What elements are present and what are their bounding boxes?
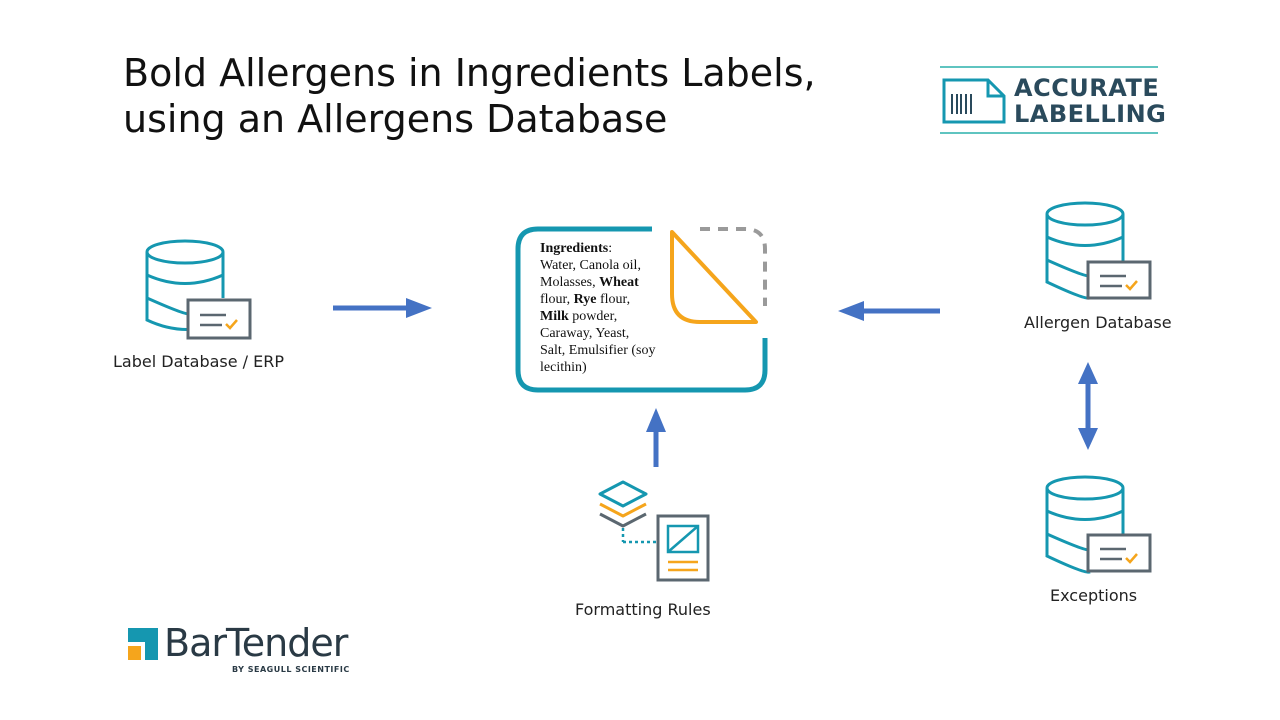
accurate-logo-line-1: ACCURATE (1014, 74, 1160, 102)
allergen-rye: Rye (573, 292, 597, 307)
accurate-logo-line-2: LABELLING (1014, 100, 1167, 128)
page-curl-icon (670, 230, 758, 324)
exceptions-label: Exceptions (1050, 586, 1138, 605)
layers-icon (598, 480, 648, 528)
title-line-1: Bold Allergens in Ingredients Labels, (123, 51, 816, 95)
page-title: Bold Allergens in Ingredients Labels, us… (123, 50, 883, 142)
bartender-logo-word: BarTender (164, 621, 348, 665)
label-database-label: Label Database / ERP (113, 352, 285, 371)
accurate-labelling-logo: ACCURATE LABELLING (940, 66, 1166, 136)
arrow-formatting-to-card (646, 408, 666, 467)
bartender-logo-icon (128, 628, 158, 660)
label-card (515, 226, 768, 393)
allergen-database-label: Allergen Database (1024, 313, 1172, 332)
allergen-milk: Milk (540, 309, 569, 324)
ingredients-text: Ingredients: Water, Canola oil, Molasses… (540, 241, 656, 375)
page-layout-icon (621, 514, 710, 582)
formatting-rules-label: Formatting Rules (575, 600, 711, 619)
allergen-wheat: Wheat (599, 275, 639, 290)
arrow-allergen-exceptions-bidirectional (1078, 362, 1098, 450)
document-check-icon (1086, 260, 1152, 300)
document-check-icon (186, 298, 252, 340)
document-check-icon (1086, 533, 1152, 573)
arrow-label-db-to-card (333, 298, 432, 318)
barcode-label-icon (940, 66, 1158, 134)
ingredients-heading: Ingredients (540, 241, 609, 256)
bartender-logo-sub: BY SEAGULL SCIENTIFIC (232, 665, 350, 674)
title-line-2: using an Allergens Database (123, 97, 668, 141)
arrow-allergen-db-to-card (838, 301, 940, 321)
